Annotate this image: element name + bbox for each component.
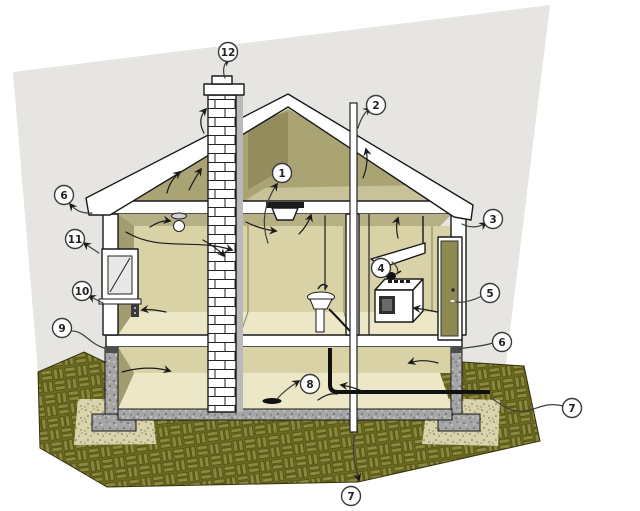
outlet-slot — [134, 312, 136, 314]
attic-floor-plane — [243, 185, 446, 202]
air-leak-arrows — [121, 107, 439, 401]
basement-slab — [117, 408, 453, 421]
sill-plate-left — [105, 347, 118, 353]
light-bulb — [173, 220, 185, 232]
callout-circle — [370, 257, 392, 279]
callout-circle — [340, 485, 362, 507]
callout-circle — [491, 331, 513, 353]
callout-number: 11 — [68, 234, 83, 246]
chimney-shadow — [236, 95, 243, 412]
callout-left-soffit: 6 — [53, 184, 75, 206]
callout-right-soffit: 3 — [482, 208, 504, 230]
callout-number: 7 — [568, 403, 575, 415]
chimney-crown — [203, 83, 245, 96]
floor-band — [105, 334, 463, 348]
callout-number: 1 — [278, 168, 285, 180]
oven-glass — [382, 299, 392, 311]
callout-vent-stack-above-roof: 2 — [365, 94, 387, 116]
callout-number: 5 — [486, 288, 493, 300]
window-sill — [98, 298, 142, 305]
callout-pipe-through-foundation-wall: 7 — [561, 397, 583, 419]
electrical-outlet — [131, 304, 139, 317]
callout-exterior-door-wall: 5 — [479, 282, 501, 304]
sink-drain-pipe — [328, 308, 351, 332]
door-panel — [440, 240, 459, 337]
callout-wall-below-window: 10 — [71, 280, 93, 302]
callout-number: 7 — [347, 491, 354, 503]
callout-circle — [482, 208, 504, 230]
callout-leaders — [68, 57, 564, 482]
door-knob — [451, 288, 455, 292]
window-sash-line — [109, 257, 131, 293]
callout-pipe-through-slab: 7 — [340, 485, 362, 507]
sill-plate-right — [451, 347, 462, 353]
callout-circle — [561, 397, 583, 419]
kitchen-range — [374, 270, 424, 323]
callout-circle — [299, 373, 321, 395]
callout-sill-band-joist-right: 6 — [491, 331, 513, 353]
callout-number: 2 — [372, 100, 379, 112]
callout-window-frame: 11 — [64, 228, 86, 250]
callout-badges: 12 2 1 6 3 11 4 10 5 9 6 8 7 7 — [51, 41, 583, 507]
callout-circle — [479, 282, 501, 304]
sewer-pipe — [328, 348, 490, 394]
callout-number: 6 — [60, 190, 67, 202]
callout-circle — [64, 228, 86, 250]
callout-circle — [271, 162, 293, 184]
callout-kitchen-range: 4 — [370, 257, 392, 279]
control-panel — [388, 280, 410, 283]
callout-number: 4 — [377, 263, 384, 275]
exterior-door — [437, 236, 463, 341]
faucet — [317, 283, 329, 290]
callout-number: 10 — [75, 286, 90, 298]
sink-pedestal — [315, 308, 325, 333]
callout-number: 6 — [498, 337, 505, 349]
basement-left-wall — [118, 347, 134, 409]
callout-circle — [71, 280, 93, 302]
foundation-wall-right — [450, 346, 463, 415]
bathroom-sink — [307, 283, 351, 333]
callout-number: 9 — [58, 323, 65, 335]
callout-chimney-top: 12 — [217, 41, 239, 63]
callout-attic-hatch: 1 — [271, 162, 293, 184]
door-lock — [450, 300, 455, 302]
callout-floor-drain: 8 — [299, 373, 321, 395]
callout-circle — [51, 317, 73, 339]
basement-back-wall — [118, 347, 452, 373]
callout-circle — [365, 94, 387, 116]
outlet-slot — [134, 307, 136, 309]
callout-circle — [53, 184, 75, 206]
callout-circle — [217, 41, 239, 63]
callout-number: 12 — [221, 47, 236, 59]
callout-sill-band-joist-left: 9 — [51, 317, 73, 339]
window — [98, 248, 142, 305]
chimney-cap — [211, 75, 233, 85]
callout-number: 8 — [306, 379, 313, 391]
room-corner-lines — [239, 226, 433, 336]
ceiling-light — [171, 212, 187, 232]
house — [85, 75, 490, 433]
foundation-wall-left — [104, 346, 119, 415]
vent-stack-pipe — [349, 102, 358, 433]
callout-number: 3 — [489, 214, 496, 226]
floor-drain — [262, 398, 282, 404]
attic-hatch — [266, 202, 304, 221]
